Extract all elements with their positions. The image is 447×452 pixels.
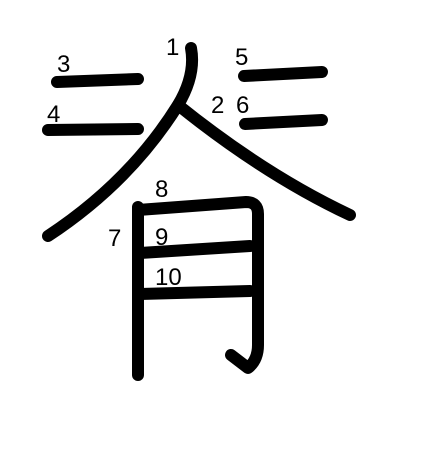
stroke-number-10: 10 [155,264,182,291]
stroke-4 [42,123,144,136]
stroke-9 [134,240,256,259]
stroke-number-5: 5 [235,44,248,71]
stroke-1 [42,42,199,242]
stroke-2 [172,99,356,221]
stroke-6 [239,114,328,130]
stroke-3 [51,73,144,88]
stroke-10 [134,285,256,300]
stroke-8 [132,196,264,374]
stroke-number-3: 3 [57,51,70,78]
stroke-number-9: 9 [155,224,168,251]
stroke-number-7: 7 [108,225,121,252]
stroke-number-4: 4 [47,101,60,128]
stroke-number-2: 2 [211,92,224,119]
stroke-number-8: 8 [155,176,168,203]
stroke-5 [238,66,328,82]
stroke-number-6: 6 [236,92,249,119]
stroke-number-1: 1 [166,34,179,61]
